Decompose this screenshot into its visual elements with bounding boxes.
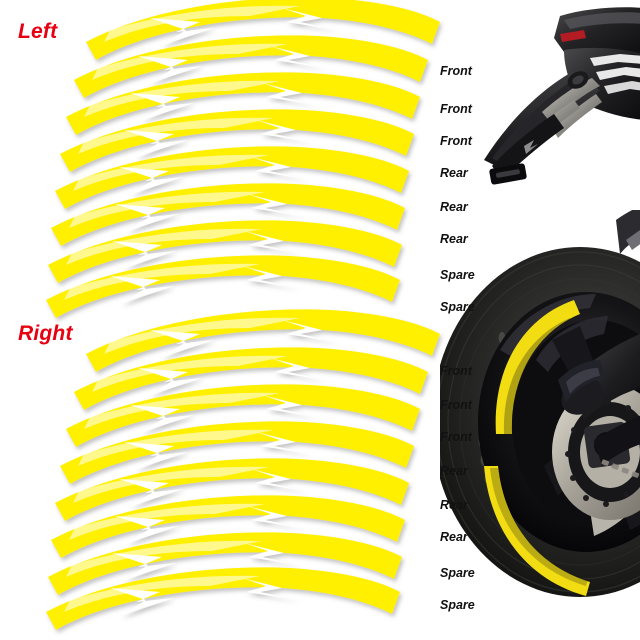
motorcycle-tail-photo (468, 0, 640, 194)
group-heading-left: Left (18, 20, 58, 43)
label-right-7: Spare (440, 566, 475, 580)
label-left-6: Rear (440, 232, 468, 246)
decal-group-right (46, 309, 440, 630)
label-right-5: Rear (440, 498, 468, 512)
label-left-7: Spare (440, 268, 475, 282)
label-right-4: Rear (440, 464, 468, 478)
label-left-8: Spare (440, 300, 475, 314)
label-left-1: Front (440, 64, 472, 78)
label-left-4: Rear (440, 166, 468, 180)
group-heading-right: Right (18, 322, 73, 345)
label-right-8: Spare (440, 598, 475, 612)
motorcycle-wheel-photo (440, 210, 640, 640)
label-left-3: Front (440, 134, 472, 148)
label-left-5: Rear (440, 200, 468, 214)
label-right-3: Front (440, 430, 472, 444)
label-right-1: Front (440, 364, 472, 378)
label-right-2: Front (440, 398, 472, 412)
label-right-6: Rear (440, 530, 468, 544)
label-left-2: Front (440, 102, 472, 116)
decal-group-left (46, 0, 440, 318)
